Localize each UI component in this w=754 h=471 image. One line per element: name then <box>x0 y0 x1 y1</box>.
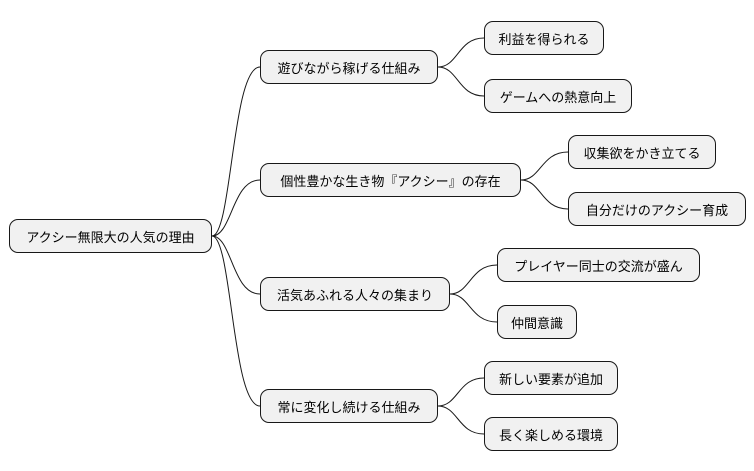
connector-root-branch-1 <box>211 66 261 237</box>
connector-branch-4-child-1 <box>437 377 485 407</box>
connector-branch-2-child-2 <box>520 179 569 210</box>
branch-node-earn-while-playing: 遊びながら稼げる仕組み <box>260 50 438 84</box>
connector-root-branch-3 <box>211 235 261 295</box>
connector-branch-2-child-1 <box>520 151 569 181</box>
connector-branch-1-child-2 <box>437 66 485 97</box>
branch-node-unique-creatures: 個性豊かな生き物『アクシー』の存在 <box>260 163 521 197</box>
connector-branch-3-child-2 <box>449 293 498 323</box>
leaf-node-own-axie-raising: 自分だけのアクシー育成 <box>568 192 746 226</box>
leaf-node-fellowship: 仲間意識 <box>497 305 577 339</box>
branch-node-lively-community: 活気あふれる人々の集まり <box>260 277 450 311</box>
connector-root-branch-4 <box>211 235 261 407</box>
connector-branch-1-child-1 <box>437 37 485 68</box>
connector-root-branch-2 <box>211 179 261 237</box>
leaf-node-enthusiasm: ゲームへの熱意向上 <box>484 79 632 113</box>
root-node: アクシー無限大の人気の理由 <box>9 219 212 253</box>
leaf-node-collecting-desire: 収集欲をかき立てる <box>568 135 716 169</box>
leaf-node-new-elements: 新しい要素が追加 <box>484 361 618 395</box>
connector-branch-3-child-1 <box>449 264 498 295</box>
connector-branch-4-child-2 <box>437 405 485 435</box>
leaf-node-long-enjoyment: 長く楽しめる環境 <box>484 417 618 451</box>
branch-node-ever-changing: 常に変化し続ける仕組み <box>260 389 438 423</box>
leaf-node-player-interaction: プレイヤー同士の交流が盛ん <box>497 248 700 282</box>
leaf-node-profit: 利益を得られる <box>484 21 604 55</box>
